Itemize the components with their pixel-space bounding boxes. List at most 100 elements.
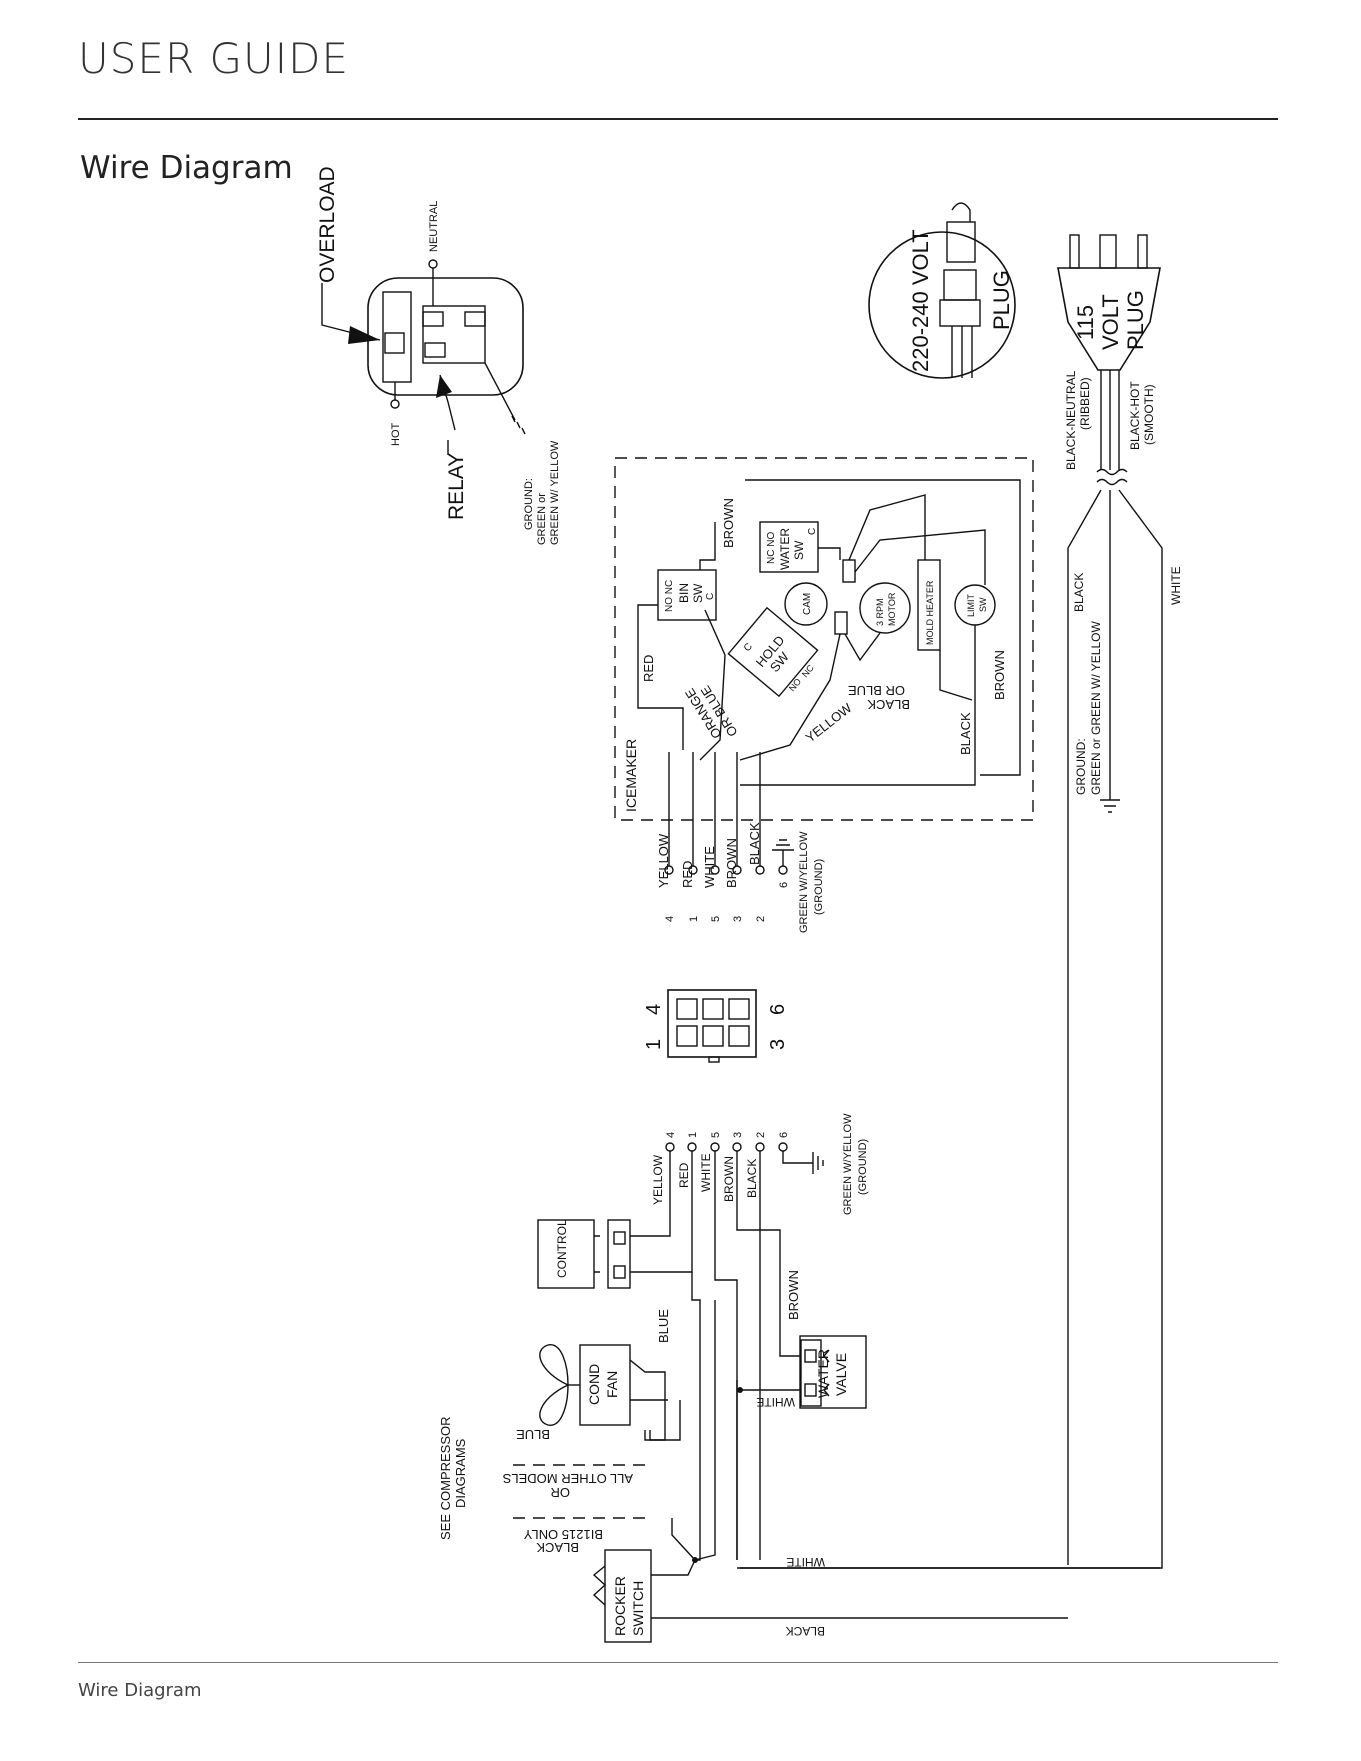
upper-wire-5-color: WHITE — [702, 846, 717, 888]
power-cord: BLACK WHITE GROUND: GREEN or GREEN W/ YE… — [740, 468, 1183, 1569]
wire-white-label-2: WHITE — [786, 1555, 825, 1569]
upper-wire-4-color: YELLOW — [656, 833, 671, 888]
limit-switch-label-1: LIMIT — [966, 593, 976, 617]
header-rule — [78, 118, 1278, 120]
lower-wiring: BLUE BLUE BROWN WHITE WHITE BLACK ALL OT… — [438, 1151, 1160, 1638]
cord-ground-label-1: GROUND: — [1074, 738, 1088, 795]
wire-red-label: RED — [641, 655, 656, 682]
icemaker-assembly: ICEMAKER NO NC BIN SW C NC NO WATER SW C… — [614, 457, 1034, 821]
footer-rule — [78, 1662, 1278, 1663]
wire-brown-top-label: BROWN — [721, 498, 736, 548]
icemaker-label: ICEMAKER — [623, 739, 639, 812]
plug-115v: 115 VOLT PLUG BLACK-NEUTRAL (RIBBED) BLA… — [1057, 234, 1161, 470]
lower-wire-1-color: RED — [677, 1162, 691, 1188]
wire-brown-right-label: BROWN — [992, 650, 1007, 700]
wire-blue-label-1: BLUE — [656, 1309, 671, 1343]
plug-220v: 220-240 VOLT PLUG — [868, 202, 1016, 379]
upper-terminal-4: 4 — [664, 916, 676, 922]
limit-switch-label-2: SW — [978, 597, 988, 612]
motor-label-1: 3 RPM — [875, 598, 885, 626]
water-valve-label-1: WATER — [815, 1349, 831, 1398]
rocker-switch-label-1: ROCKER — [612, 1576, 628, 1636]
wire-black-bottom-label: BLACK — [786, 1624, 825, 1638]
cond-fan-label-1: COND — [586, 1364, 602, 1405]
wire-black-or-blue-label-1: BLACK — [867, 697, 910, 712]
bin-switch-label-2: BIN — [677, 583, 691, 603]
connector-pin-4: 4 — [643, 1004, 665, 1015]
lower-components: CONTROL COND FAN WATER VALVE ROCKER SWIT… — [537, 1219, 867, 1643]
plug-115v-label-3: PLUG — [1123, 290, 1148, 350]
connector-pin-6: 6 — [767, 1004, 789, 1015]
bin-switch-label-1: NO NC — [664, 580, 675, 612]
lower-ground-label-2: (GROUND) — [857, 1139, 869, 1195]
relay-label: RELAY — [445, 453, 468, 520]
cond-fan-label-2: FAN — [604, 1371, 620, 1398]
page-header: USER GUIDE — [78, 34, 350, 83]
all-other-models-label: ALL OTHER MODELS — [502, 1471, 633, 1486]
water-switch-label-4: C — [807, 528, 818, 535]
relay-ground-label-2: GREEN or — [536, 493, 548, 545]
upper-wire-3-color: BROWN — [724, 838, 739, 888]
plug-220v-label-1: 220-240 VOLT — [908, 229, 933, 372]
hold-switch-label-5: NC — [800, 663, 816, 680]
control-label: CONTROL — [555, 1219, 569, 1278]
relay-ground-label-1: GROUND: — [523, 478, 535, 530]
lower-terminal-3: 3 — [732, 1132, 744, 1138]
upper-wire-2-color: BLACK — [747, 822, 762, 865]
overload-label: OVERLOAD — [316, 166, 339, 283]
plug-220v-label-2: PLUG — [989, 270, 1014, 330]
hold-switch-label-1: C — [742, 641, 755, 654]
lower-wire-2-color: BLACK — [745, 1159, 759, 1198]
water-switch-label-1: NC NO — [766, 532, 777, 564]
icemaker-terminals: YELLOW RED WHITE BROWN BLACK 4 1 5 3 2 6… — [656, 752, 825, 933]
bin-switch-label-3: SW — [691, 583, 705, 603]
mold-heater-label: MOLD HEATER — [925, 580, 935, 645]
bin-switch-label-4: C — [705, 593, 716, 600]
wire-blue-label-2: BLUE — [516, 1427, 550, 1442]
hot-wire-label-2: (SMOOTH) — [1142, 384, 1156, 445]
cord-ground-label-2: GREEN or GREEN W/ YELLOW — [1089, 621, 1103, 795]
lower-wire-4-color: YELLOW — [651, 1154, 665, 1205]
upper-wire-1-color: RED — [680, 861, 695, 888]
section-title: Wire Diagram — [80, 150, 293, 186]
wire-yellow-label: YELLOW — [803, 700, 856, 746]
cam-label: CAM — [802, 593, 813, 615]
neutral-wire-label-2: (RIBBED) — [1078, 377, 1092, 430]
lower-ground-label-1: GREEN W/YELLOW — [842, 1113, 854, 1215]
plug-115v-label-1: 115 — [1073, 305, 1098, 340]
six-pin-connector: 1 4 3 6 — [643, 989, 789, 1063]
lower-terminal-4: 4 — [665, 1132, 677, 1138]
upper-ground-label-1: GREEN W/YELLOW — [798, 831, 810, 933]
lower-wire-5-color: WHITE — [699, 1153, 713, 1192]
cord-black-label: BLACK — [1072, 573, 1086, 612]
lower-terminal-2: 2 — [755, 1132, 767, 1138]
motor-label-2: MOTOR — [887, 592, 897, 626]
rocker-switch-label-2: SWITCH — [630, 1581, 646, 1636]
page-footer: Wire Diagram — [78, 1680, 202, 1701]
plug-115v-label-2: VOLT — [1098, 294, 1123, 350]
upper-terminal-2: 2 — [755, 916, 767, 922]
bi1215-only-label: BI1215 ONLY — [523, 1527, 603, 1542]
or-label: OR — [551, 1485, 571, 1500]
neutral-wire-label-1: BLACK-NEUTRAL — [1064, 370, 1078, 470]
lower-terminals: 4 1 5 3 2 6 YELLOW RED WHITE BROWN BLACK… — [651, 1113, 869, 1215]
relay-overload-assembly: OVERLOAD NEUTRAL HOT RELAY GROUND: GREEN… — [316, 166, 561, 545]
hold-switch-label-4: NO — [787, 677, 803, 694]
neutral-label: NEUTRAL — [428, 201, 440, 252]
lower-terminal-6: 6 — [778, 1132, 790, 1138]
see-compressor-label-2: DIAGRAMS — [453, 1438, 468, 1508]
wire-brown-label: BROWN — [786, 1270, 801, 1320]
lower-terminal-5: 5 — [710, 1132, 722, 1138]
upper-terminal-1: 1 — [688, 916, 700, 922]
upper-terminal-3: 3 — [732, 916, 744, 922]
black-bi1215-label: BLACK — [536, 1540, 579, 1555]
upper-terminal-6: 6 — [778, 882, 790, 888]
water-valve-label-2: VALVE — [833, 1353, 849, 1396]
wire-black-right-label: BLACK — [958, 712, 973, 755]
hot-wire-label-1: BLACK-HOT — [1128, 381, 1142, 450]
upper-ground-label-2: (GROUND) — [813, 859, 825, 915]
cord-white-label: WHITE — [1169, 566, 1183, 605]
lower-wire-3-color: BROWN — [722, 1156, 736, 1202]
connector-pin-3: 3 — [767, 1039, 789, 1050]
